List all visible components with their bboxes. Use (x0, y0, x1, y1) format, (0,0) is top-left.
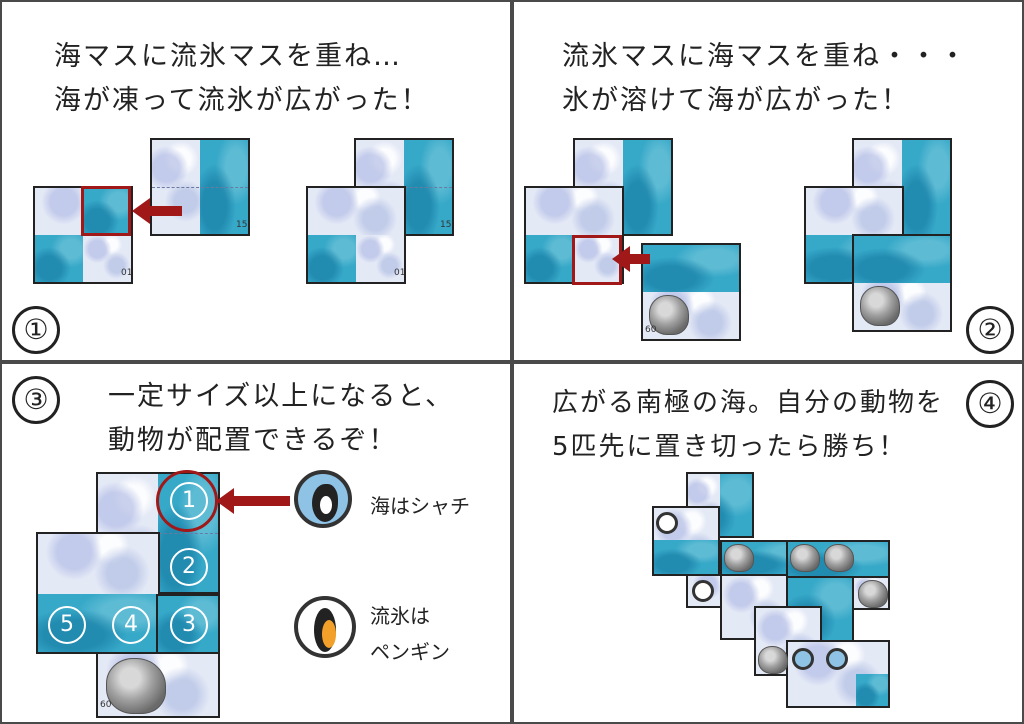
rock-icon (106, 658, 166, 714)
tile-id: 60 (100, 700, 112, 710)
panel-4-caption-line2: 5匹先に置き切ったら勝ち！ (552, 432, 907, 462)
arrow-left-icon (612, 246, 650, 272)
panel-4-caption-line1: 広がる南極の海。自分の動物を (552, 388, 945, 418)
arrow-left-icon (132, 198, 182, 224)
arrow-left-icon (216, 488, 290, 514)
highlight-square (81, 186, 131, 236)
ice-label-line1: 流氷は (370, 604, 430, 628)
tile-id: 60 (645, 325, 657, 335)
region-number-4: 4 (112, 606, 150, 644)
step-number-2: ② (966, 306, 1014, 354)
rock-icon (758, 646, 788, 674)
penguin-icon (692, 580, 714, 602)
step-number-4: ④ (966, 380, 1014, 428)
ice-label-line2: ペンギン (370, 640, 450, 664)
orca-icon (826, 648, 848, 670)
tile-lower: 60 (96, 652, 220, 718)
rock-icon (858, 580, 888, 608)
highlight-circle (156, 470, 218, 532)
tile-id: 01 (394, 268, 406, 278)
penguin-icon (656, 512, 678, 534)
result-tile-bottom: 01 (306, 186, 406, 284)
orca-icon (294, 470, 352, 528)
rock-icon (824, 544, 854, 572)
panel-3-caption-line2: 動物が配置できるぞ！ (108, 425, 398, 456)
horizontal-divider (0, 360, 1024, 364)
result-tile-bottom (852, 234, 952, 332)
orca-icon (792, 648, 814, 670)
panel-1-caption-line2: 海が凍って流氷が広がった！ (54, 85, 430, 116)
step-number-3: ③ (12, 376, 60, 424)
region-number-5: 5 (48, 606, 86, 644)
panel-3-caption-line1: 一定サイズ以上になると、 (108, 381, 455, 412)
step-number-1: ① (12, 306, 60, 354)
tile-id: 01 (121, 268, 133, 278)
penguin-icon (294, 596, 356, 658)
rock-icon (790, 544, 820, 572)
tile-top-right: 15 (150, 138, 250, 236)
tile-id: 15 (236, 220, 248, 230)
region-number-3: 3 (170, 606, 208, 644)
panel-1-caption-line1: 海マスに流氷マスを重ね… (54, 41, 402, 72)
tile-id: 15 (440, 220, 452, 230)
panel-2-caption-line1: 流氷マスに海マスを重ね・・・ (562, 41, 968, 72)
rock-icon (649, 295, 689, 335)
tile-left (524, 186, 624, 284)
region-number-2: 2 (170, 548, 208, 586)
rock-icon (860, 286, 900, 326)
tile-incoming: 60 (641, 243, 741, 341)
panel-2-caption-line2: 氷が溶けて海が広がった！ (562, 85, 910, 116)
sea-label: 海はシャチ (370, 494, 470, 518)
rock-icon (724, 544, 754, 572)
